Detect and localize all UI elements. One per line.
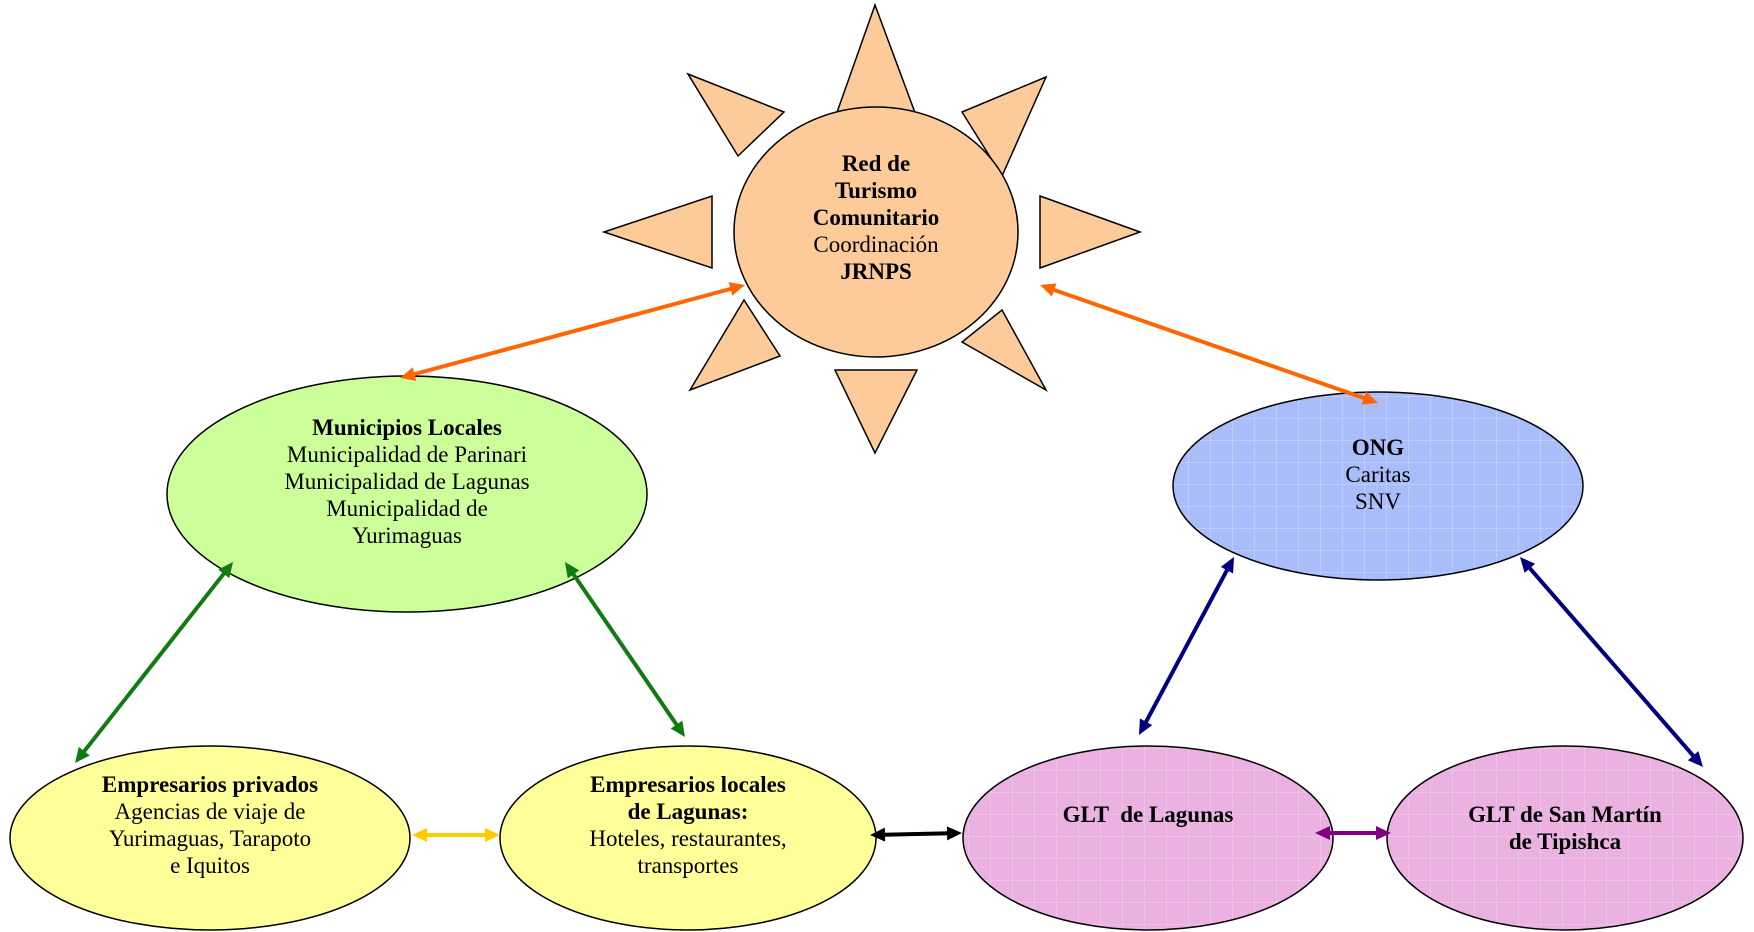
sun-ray-bottom-left xyxy=(688,298,782,392)
municipios-title: Municipios Locales xyxy=(312,415,502,440)
glt-san-martin-label: GLT de San Martín de Tipishca xyxy=(1425,801,1705,855)
empresarios-privados-line-3: e Iquitos xyxy=(170,853,250,878)
sun-ray-right xyxy=(1039,194,1143,270)
arrow-municipios-empresarios-privados xyxy=(75,562,233,763)
sun-ray-bottom xyxy=(833,369,919,455)
empresarios-locales-label: Empresarios locales de Lagunas: Hoteles,… xyxy=(538,771,838,879)
arrow-red-ong xyxy=(1040,283,1378,405)
ong-grid-texture xyxy=(1174,393,1582,579)
red-line-2: Turismo xyxy=(834,178,918,203)
empresarios-privados-line-2: Yurimaguas, Tarapoto xyxy=(108,826,312,851)
red-turismo-label: Red de Turismo Comunitario Coordinación … xyxy=(776,150,976,285)
sun-ray-left xyxy=(601,194,713,270)
ong-label: ONG Caritas SNV xyxy=(1278,434,1478,515)
sun-ray-bottom-right xyxy=(960,308,1048,392)
empresarios-locales-line-2: transportes xyxy=(637,853,739,878)
empresarios-locales-line-1: Hoteles, restaurantes, xyxy=(589,826,787,851)
municipios-line-2: Municipalidad de Lagunas xyxy=(284,469,530,494)
sun-ray-top xyxy=(833,2,919,119)
empresarios-privados-node xyxy=(9,745,411,931)
municipios-line-1: Municipalidad de Parinari xyxy=(286,442,528,467)
empresarios-locales-title-2: de Lagunas: xyxy=(627,799,749,824)
arrow-municipios-empresarios-locales xyxy=(565,562,685,737)
glt-lagunas-label: GLT de Lagunas xyxy=(1008,801,1288,828)
red-turismo-node xyxy=(733,106,1019,358)
municipios-line-3: Municipalidad de xyxy=(326,496,488,521)
arrow-ong-glt-lagunas xyxy=(1139,557,1234,735)
empresarios-privados-label: Empresarios privados Agencias de viaje d… xyxy=(60,771,360,879)
sun-ray-top-right xyxy=(960,75,1048,178)
arrow-municipios-red xyxy=(400,282,745,381)
municipios-label: Municipios Locales Municipalidad de Pari… xyxy=(227,414,587,549)
sun-ray-top-left xyxy=(686,72,786,158)
arrow-ong-glt-san-martin xyxy=(1520,557,1703,767)
connector-arrows xyxy=(75,282,1703,842)
arrow-glt-lagunas-glt-san-martin xyxy=(1315,826,1391,840)
ong-title: ONG xyxy=(1351,435,1405,460)
municipios-line-4: Yurimaguas xyxy=(352,523,462,548)
ong-line-2: SNV xyxy=(1354,489,1401,514)
glt-san-martin-grid-texture xyxy=(1388,747,1742,929)
red-line-3: Comunitario xyxy=(812,205,940,230)
glt-san-martin-title-1: GLT de San Martín xyxy=(1468,802,1662,827)
glt-san-martin-title-2: de Tipishca xyxy=(1508,829,1622,854)
glt-lagunas-grid-texture xyxy=(964,747,1332,929)
sun-rays xyxy=(601,2,1143,455)
red-line-1: Red de xyxy=(841,151,911,176)
red-line-4: Coordinación xyxy=(813,232,939,257)
red-line-5: JRNPS xyxy=(840,259,912,284)
arrow-empresarios-privados-locales xyxy=(412,828,500,842)
empresarios-locales-node xyxy=(499,745,877,931)
empresarios-privados-title: Empresarios privados xyxy=(101,772,319,797)
empresarios-privados-line-1: Agencias de viaje de xyxy=(114,799,306,824)
ong-line-1: Caritas xyxy=(1345,462,1411,487)
arrow-empresarios-locales-glt-lagunas xyxy=(870,826,962,842)
empresarios-locales-title-1: Empresarios locales xyxy=(590,772,786,797)
glt-lagunas-title: GLT de Lagunas xyxy=(1062,802,1234,827)
